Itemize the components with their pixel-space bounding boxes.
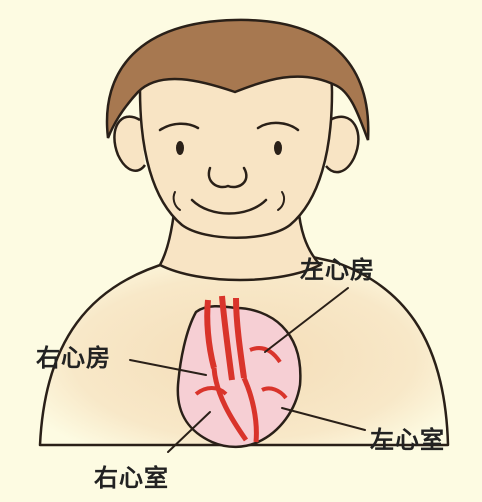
- left-eye: [176, 141, 184, 155]
- label-left-atrium: 左心房: [300, 250, 375, 285]
- right-eye: [274, 141, 282, 155]
- label-right-ventricle: 右心室: [94, 458, 169, 493]
- label-right-atrium: 右心房: [36, 338, 111, 373]
- label-left-ventricle: 左心室: [370, 420, 445, 455]
